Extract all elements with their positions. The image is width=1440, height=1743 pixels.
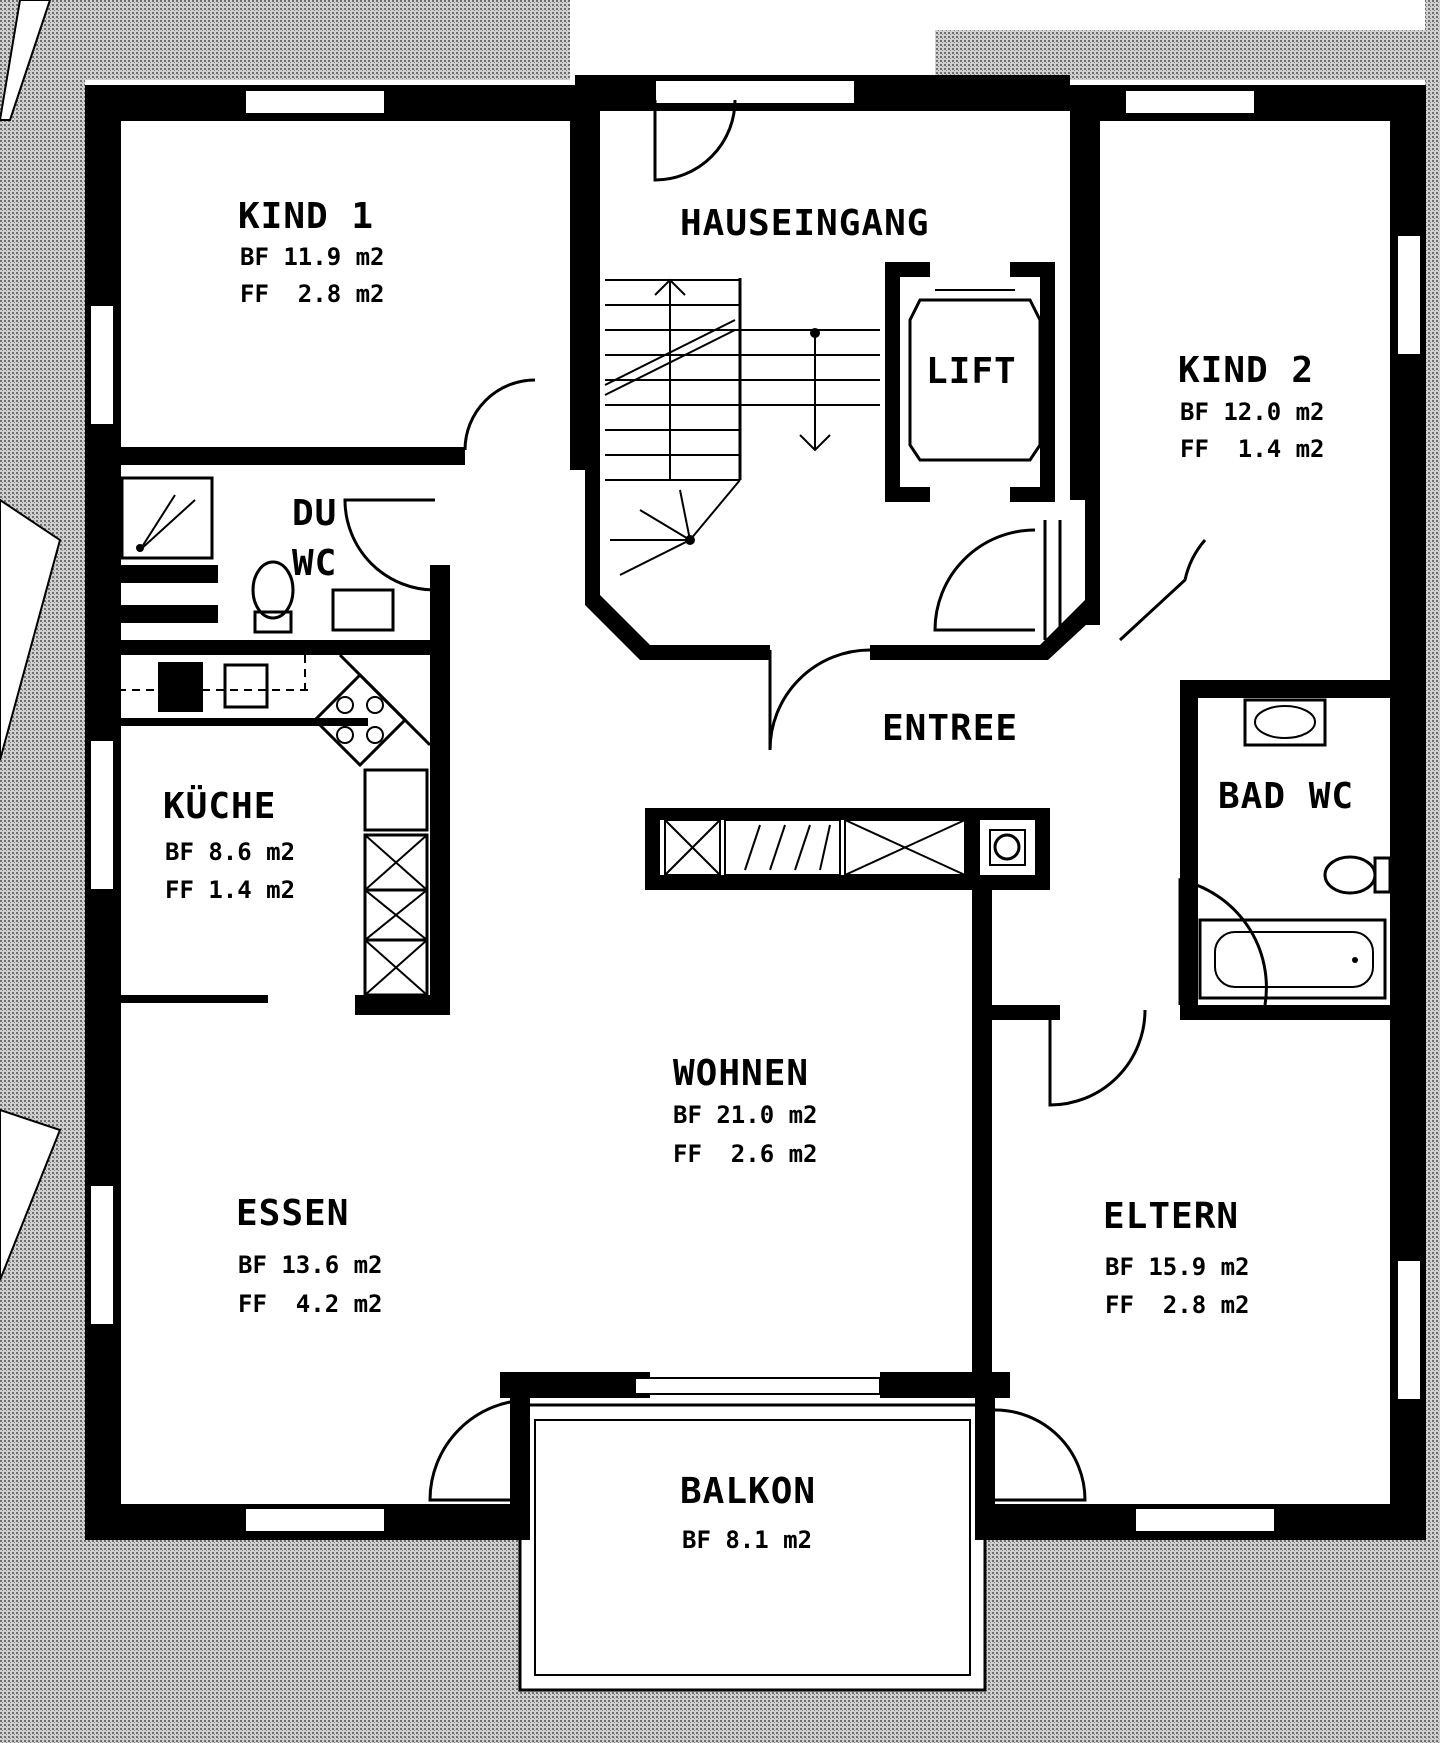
lift-car [908,289,1042,462]
kitchen-sink [118,655,310,712]
bathtub [1198,918,1387,1000]
room-ff: FF 1.4 m2 [1180,435,1325,463]
room-bf: BF 12.0 m2 [1180,398,1325,426]
room-ff: FF 2.8 m2 [1105,1291,1250,1319]
room-bf: BF 21.0 m2 [673,1101,818,1129]
exterior-walls [85,75,1426,1540]
room-lift: LIFT [926,351,1017,392]
room-bf: BF 8.1 m2 [682,1526,812,1554]
room-name-line1: DU [292,493,337,534]
room-name: BALKON [680,1471,816,1512]
room-name: ELTERN [1103,1196,1239,1237]
room-kind2: KIND 2 BF 12.0 m2 FF 1.4 m2 [1178,350,1325,463]
room-name: ENTREE [882,708,1018,749]
room-name: BAD WC [1218,776,1354,817]
room-bf: BF 11.9 m2 [240,243,385,271]
room-bad-wc: BAD WC [1218,776,1354,817]
room-kueche: KÜCHE BF 8.6 m2 FF 1.4 m2 [163,785,295,904]
bath-sink [1243,698,1327,747]
kitchen-cabinets [363,768,429,997]
room-eltern: ELTERN BF 15.9 m2 FF 2.8 m2 [1103,1196,1250,1319]
bath-toilet [1323,855,1392,895]
staircase [604,278,880,576]
room-name: WOHNEN [673,1053,809,1094]
balcony-outline [518,1403,987,1692]
room-ff: FF 2.8 m2 [240,280,385,308]
room-balkon: BALKON BF 8.1 m2 [680,1471,816,1554]
interior-walls [85,100,1390,1540]
door-swings [343,99,1268,1502]
room-name-line2: WC [292,543,337,584]
room-name: KIND 2 [1178,350,1314,391]
room-ff: FF 1.4 m2 [165,876,295,904]
room-essen: ESSEN BF 13.6 m2 FF 4.2 m2 [236,1193,383,1318]
room-duwc: DU WC [292,493,337,584]
room-bf: BF 8.6 m2 [165,838,295,866]
toilet-fixture [251,560,295,634]
room-entree: ENTREE [882,708,1018,749]
room-name: LIFT [926,351,1017,392]
room-name: KIND 1 [238,196,374,237]
room-ff: FF 2.6 m2 [673,1140,818,1168]
room-name: KÜCHE [163,785,276,827]
room-bf: BF 13.6 m2 [238,1251,383,1279]
room-hauseingang: HAUSEINGANG [680,203,929,244]
built-in-cabinet [664,819,966,876]
room-name: HAUSEINGANG [680,203,929,244]
chimney-flue [989,829,1026,866]
shower-fixture [120,476,214,560]
room-name: ESSEN [236,1193,349,1234]
kitchen-stove [312,653,432,768]
room-wohnen: WOHNEN BF 21.0 m2 FF 2.6 m2 [673,1053,818,1168]
room-bf: BF 15.9 m2 [1105,1253,1250,1281]
room-kind1: KIND 1 BF 11.9 m2 FF 2.8 m2 [238,196,385,308]
room-ff: FF 4.2 m2 [238,1290,383,1318]
sink-fixture [331,588,395,632]
